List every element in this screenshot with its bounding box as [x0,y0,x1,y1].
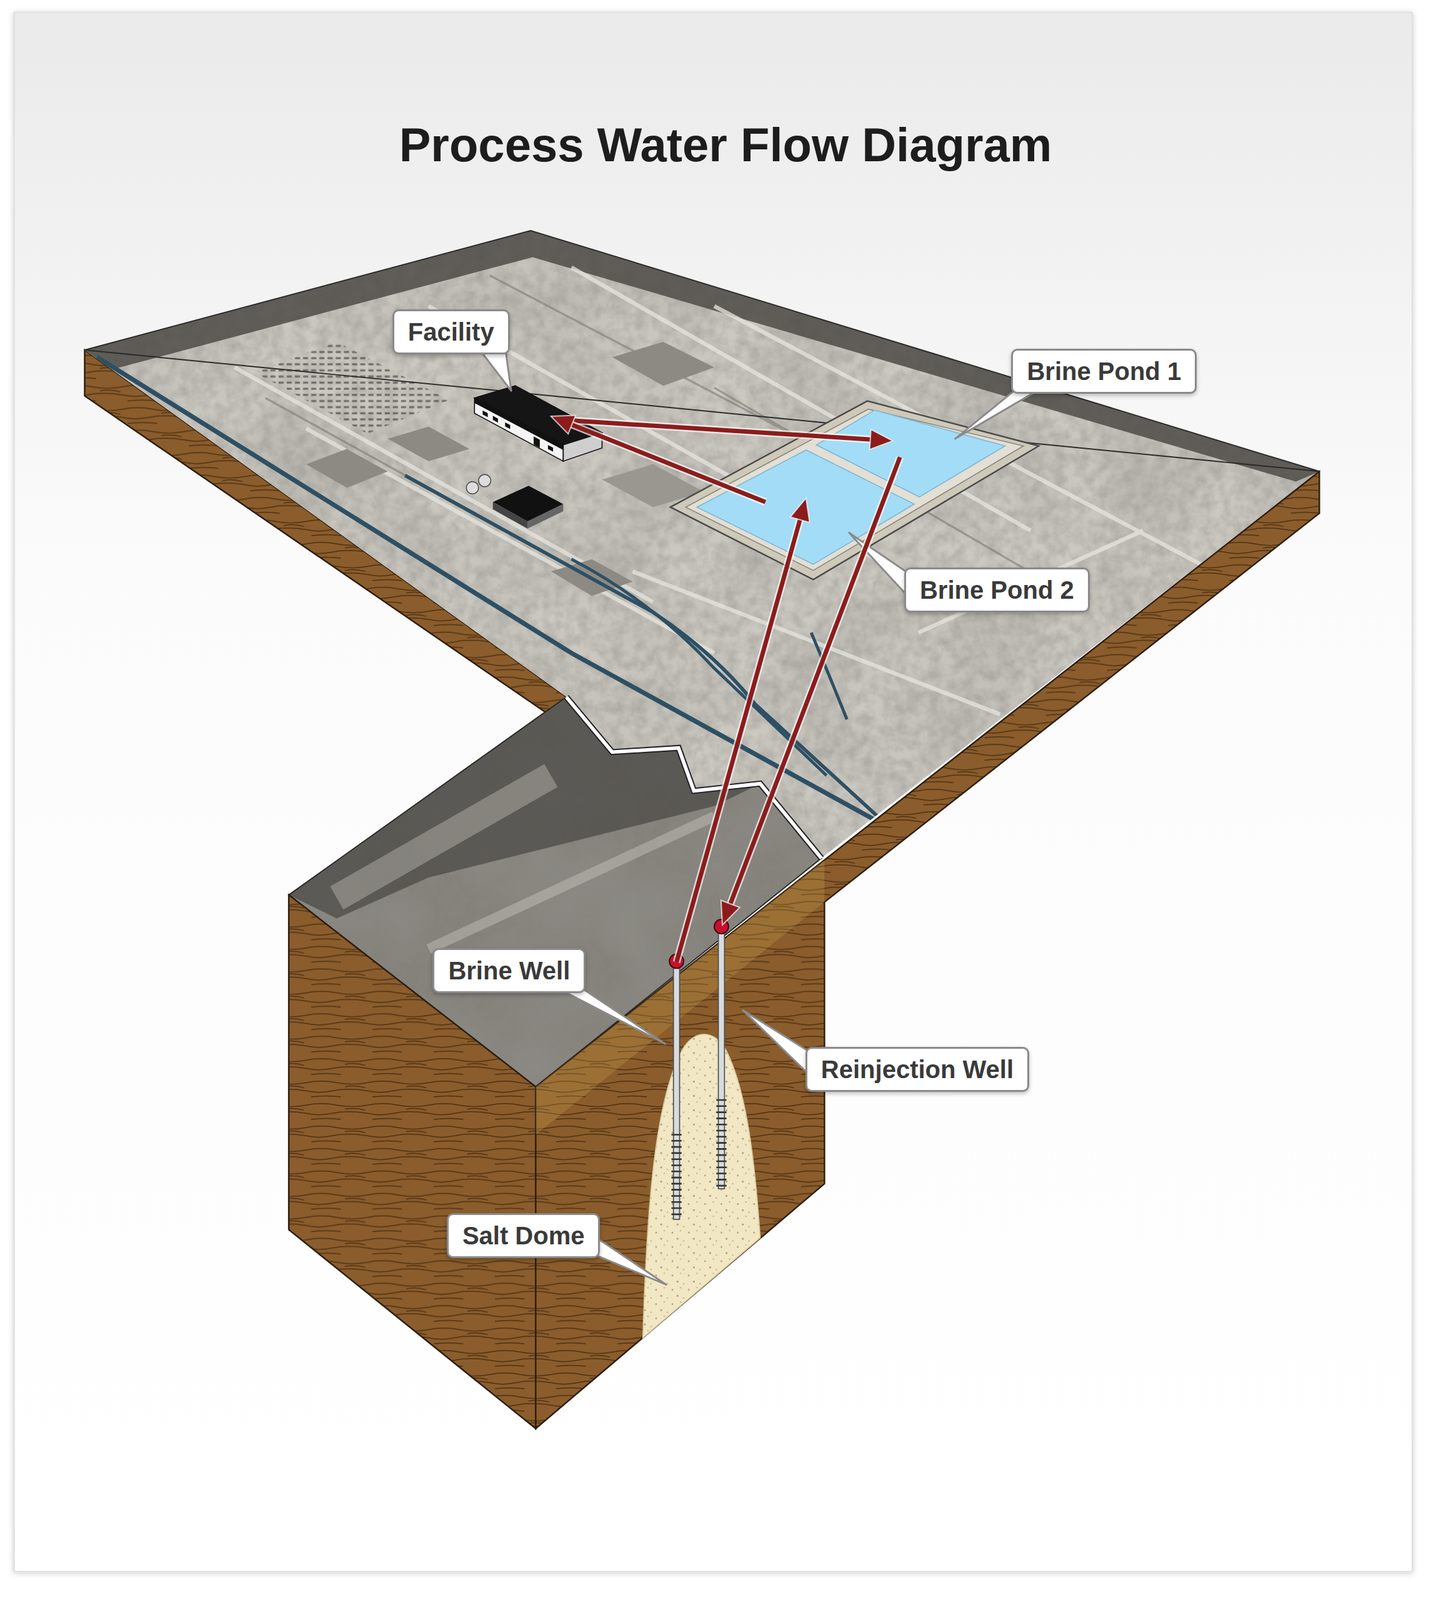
page-card [14,12,1413,1572]
cut-line [566,696,822,858]
arrow-head [790,498,810,523]
callout-label: Reinjection Well [805,1046,1030,1092]
upper-aerial-face [84,230,1320,482]
salt-dome [643,1034,761,1338]
upper-aerial-face [96,356,878,822]
arrow-head [869,429,893,450]
flow-arrow [551,415,766,503]
reinjection-well [716,1099,727,1186]
upper-aerial-face [265,275,1082,613]
lower-aerial-face [336,775,552,898]
upper-aerial-face [81,224,1327,868]
arrow-line [729,457,900,908]
callout-pointer [477,346,1047,1285]
facility-building [482,409,554,455]
upper-aerial-face [81,224,1327,868]
facility-building [504,422,510,430]
callout-pointer [551,984,666,1045]
upper-aerial-face [234,267,1215,715]
storage-building [478,474,492,487]
salt-dome-node: Salt Dome [643,1032,761,1338]
facility-building [474,398,564,462]
arrow-halo [566,419,874,440]
brine-well [669,954,684,1220]
callout-label: Salt Dome [446,1212,601,1258]
callout-label: Brine Pond 2 [904,567,1090,613]
callout-label: Facility [392,309,510,355]
arrow-line [568,423,766,502]
arrow-head [721,900,740,925]
reinjection-well [714,919,729,1189]
cut-line [566,696,822,858]
facility-building [482,410,488,418]
brine-well [671,1134,682,1215]
diagram-title: Process Water Flow Diagram [0,118,1451,172]
storage-building [466,481,479,495]
arrow-halo [729,457,900,908]
upper-aerial-face [388,426,470,462]
arrow-halo [676,516,802,962]
upper-aerial-face [81,224,1327,868]
facility-node: Facility [471,383,604,462]
storage-building [527,504,564,529]
upper-aerial-face [306,448,389,488]
facility-building [548,444,554,452]
callout-label: Brine Well [432,947,586,993]
storage-building [466,474,564,529]
facility-building [474,398,564,450]
flow-arrow [721,457,900,925]
callout-label: Brine Pond 1 [1011,348,1197,394]
upper-face-edge [84,230,1320,472]
facility-building [533,436,540,448]
upper-aerial-face [254,341,449,434]
pond-node: Brine Pond 2 [696,449,915,565]
ground-side-face [535,471,1320,1428]
pond-node: Brine Pond 1 [816,409,1005,497]
flow-arrow [676,498,810,963]
lower-aerial-face [428,816,715,949]
arrow-halo [568,423,766,502]
upper-aerial-face [612,341,715,386]
facility-building [493,415,499,423]
arrow-head [551,415,576,435]
arrow-line [676,516,802,962]
well-node: Reinjection Well [713,919,730,1189]
brine-well [673,961,680,1220]
ground-side-face [288,471,1320,1428]
arrow-line [566,419,874,440]
well-node: Brine Well [668,954,685,1222]
storage-building [493,501,529,529]
upper-aerial-face [81,224,1327,868]
